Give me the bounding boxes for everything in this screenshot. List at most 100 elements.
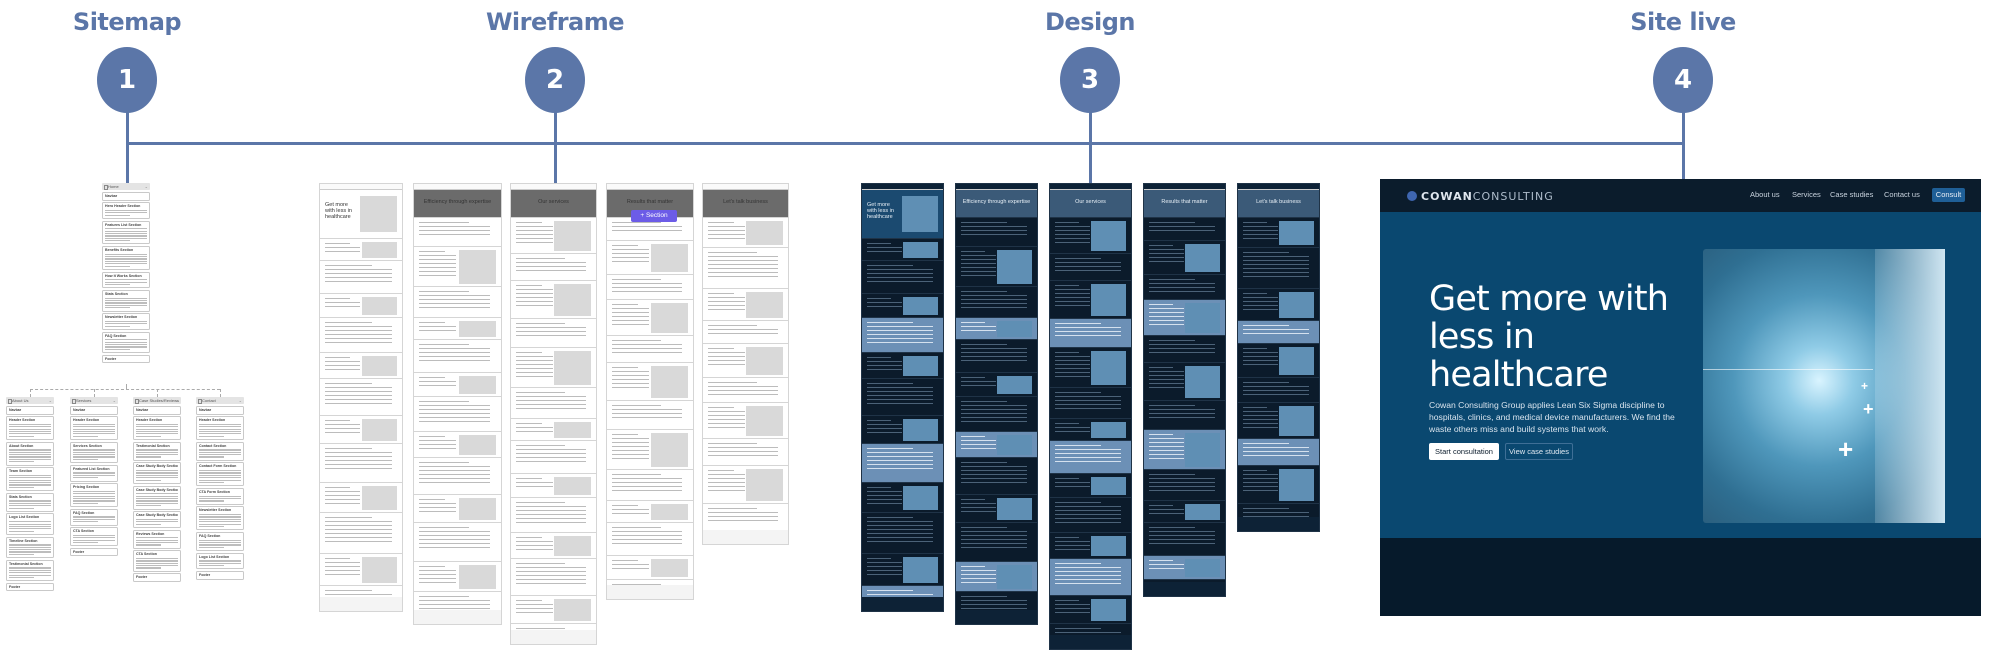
- thumb-text-line: [1055, 431, 1090, 433]
- thumb-text-line: [516, 431, 553, 433]
- sitemap-section-description-line: [199, 479, 241, 481]
- chevron-down-icon[interactable]: ⌄: [175, 398, 179, 403]
- thumb-text-line: [1243, 490, 1278, 492]
- site-logo[interactable]: COWANCONSULTING: [1407, 190, 1554, 203]
- sitemap-page-header[interactable]: Case Studies/Reviews⌄: [133, 397, 181, 404]
- nav-link-contact[interactable]: Contact us: [1884, 190, 1920, 199]
- thumb-section: [862, 512, 943, 553]
- thumb-text-line: [1055, 571, 1122, 573]
- thumb-text-line: [516, 482, 553, 484]
- hero-headline: Get more with less in healthcare: [1429, 279, 1669, 395]
- thumb-text-line: [961, 566, 986, 568]
- thumb-text-line: [1243, 364, 1278, 366]
- thumb-section: [1238, 465, 1319, 503]
- thumb-text-line: [612, 230, 683, 232]
- thumb-text-line: [1243, 333, 1310, 335]
- sitemap-section-title: Navbar: [136, 408, 149, 412]
- page-thumbnail: Results that matter: [606, 183, 694, 600]
- chevron-down-icon[interactable]: ⌄: [238, 398, 242, 403]
- thumb-text-line: [867, 525, 934, 527]
- sitemap-section: Logo List Section: [6, 513, 54, 536]
- thumb-text-line: [1149, 379, 1184, 381]
- thumb-text-line: [516, 457, 586, 459]
- thumb-text-line: [1055, 579, 1122, 581]
- thumb-text-line: [516, 478, 542, 480]
- thumb-image-placeholder: [651, 433, 688, 467]
- sitemap-page-title: Case Studies/Reviews: [139, 398, 180, 403]
- sitemap-section: Footer: [196, 571, 244, 580]
- sitemap-section: Newsletter Section: [102, 313, 150, 330]
- chevron-down-icon[interactable]: ⌄: [48, 398, 52, 403]
- sitemap-section: Header Section: [196, 416, 244, 441]
- thumb-text-line: [419, 299, 491, 301]
- thumb-text-line: [708, 305, 745, 307]
- thumb-text-line: [867, 452, 934, 454]
- sitemap-section: Stats Section: [6, 492, 54, 512]
- thumb-text-line: [961, 604, 1028, 606]
- sitemap-page-header[interactable]: Contact⌄: [196, 397, 244, 404]
- sitemap-section-title: Footer: [136, 575, 148, 580]
- thumb-text-line: [961, 360, 1028, 362]
- thumb-text-line: [867, 495, 902, 497]
- nav-link-services[interactable]: Services: [1792, 190, 1821, 199]
- thumb-text-line: [1055, 583, 1122, 585]
- sitemap-section-description-line: [105, 240, 131, 242]
- thumb-footer: [607, 585, 693, 599]
- thumb-text-line: [419, 570, 457, 572]
- view-case-studies-button[interactable]: View case studies: [1505, 443, 1573, 460]
- thumb-section: [956, 317, 1037, 339]
- nav-link-case-studies[interactable]: Case studies: [1830, 190, 1874, 199]
- sitemap-section-description-line: [9, 456, 51, 458]
- thumb-text-line: [708, 474, 745, 476]
- thumb-text-line: [419, 474, 491, 476]
- thumb-text-line: [1149, 434, 1174, 436]
- sitemap-section-description-line: [9, 477, 51, 479]
- thumb-text-line: [419, 360, 491, 362]
- thumb-text-line: [1149, 226, 1216, 228]
- thumb-text-line: [867, 487, 892, 489]
- thumb-text-line: [419, 499, 446, 501]
- thumb-text-line: [961, 531, 1028, 533]
- thumb-section: [607, 400, 693, 429]
- sitemap-page-header[interactable]: About Us⌄: [6, 397, 54, 404]
- nav-link-about[interactable]: About us: [1750, 190, 1780, 199]
- thumb-text-line: [867, 273, 934, 275]
- thumb-text-line: [708, 272, 778, 274]
- consult-button[interactable]: Consult: [1932, 188, 1965, 202]
- thumb-text-line: [325, 448, 373, 450]
- thumb-footer: [956, 610, 1037, 624]
- sitemap-section-description-line: [105, 258, 147, 260]
- sitemap-section-description-line: [73, 426, 115, 428]
- thumb-text-line: [612, 438, 649, 440]
- thumb-hero-heading: Get more with less in healthcare: [867, 202, 894, 220]
- thumb-text-line: [708, 490, 745, 492]
- start-consultation-button[interactable]: Start consultation: [1429, 443, 1499, 460]
- sitemap-section-title: Benefits Section: [105, 248, 134, 253]
- sitemap-section-description-line: [136, 560, 178, 562]
- sitemap-section-description-line: [105, 281, 147, 283]
- chevron-down-icon[interactable]: ⌄: [112, 398, 116, 403]
- thumb-text-line: [1243, 415, 1278, 417]
- thumb-text-line: [516, 352, 542, 354]
- sitemap-page-header[interactable]: Home⌄: [102, 183, 150, 190]
- chevron-down-icon[interactable]: ⌄: [144, 184, 148, 189]
- sitemap-page-header[interactable]: Services⌄: [70, 397, 118, 404]
- thumb-text-line: [1055, 514, 1122, 516]
- thumb-text-line: [961, 234, 1028, 236]
- thumb-text-line: [1055, 545, 1090, 547]
- sitemap-section-description-line: [73, 423, 115, 425]
- thumb-section: [511, 595, 596, 623]
- add-section-button[interactable]: + Section: [631, 210, 677, 222]
- thumb-text-line: [1055, 392, 1102, 394]
- sitemap-section-title: Navbar: [199, 408, 212, 412]
- thumb-text-line: [516, 222, 542, 224]
- thumb-text-line: [867, 468, 934, 470]
- sitemap-section: Featured List Section: [70, 464, 118, 482]
- sitemap-section-title: Footer: [105, 356, 117, 361]
- thumb-section: [956, 396, 1037, 431]
- thumb-text-line: [961, 507, 996, 509]
- thumb-text-line: [961, 255, 996, 257]
- sitemap-section-description-line: [9, 521, 51, 523]
- thumb-text-line: [708, 234, 745, 236]
